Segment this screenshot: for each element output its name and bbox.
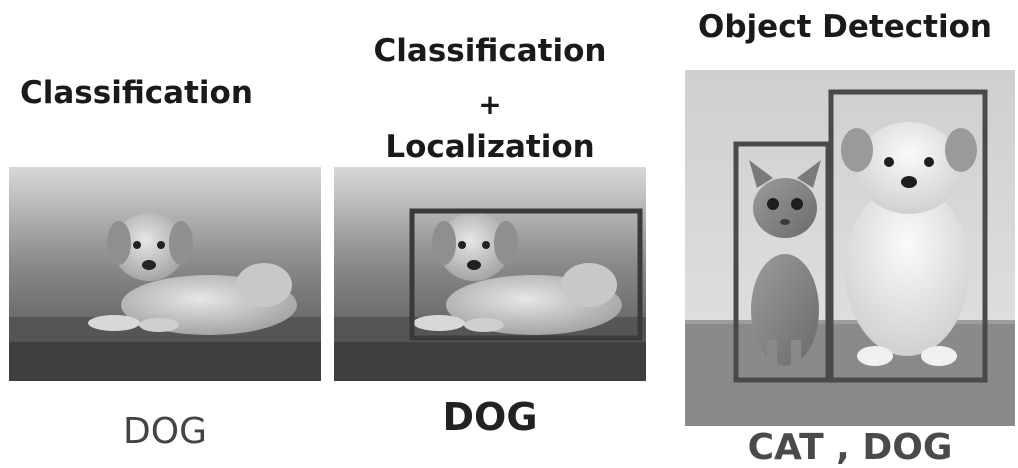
object-detection-label: CAT , DOG [747, 427, 953, 468]
localization-title-plus: + [478, 88, 502, 121]
cat-and-dog-photo [685, 70, 1015, 426]
localization-label: DOG [442, 395, 538, 439]
cat-bounding-box [733, 141, 831, 383]
puppy-photo-with-box [334, 167, 646, 381]
object-detection-title: Object Detection [698, 9, 992, 45]
puppy-photo [9, 167, 321, 381]
dog-bounding-box [409, 208, 643, 341]
classification-title: Classification [20, 75, 253, 111]
dog-bounding-box [828, 89, 988, 383]
localization-title-line-2: Localization [385, 129, 595, 165]
classification-label: DOG [123, 411, 207, 452]
localization-title-line-1: Classification [373, 33, 607, 69]
